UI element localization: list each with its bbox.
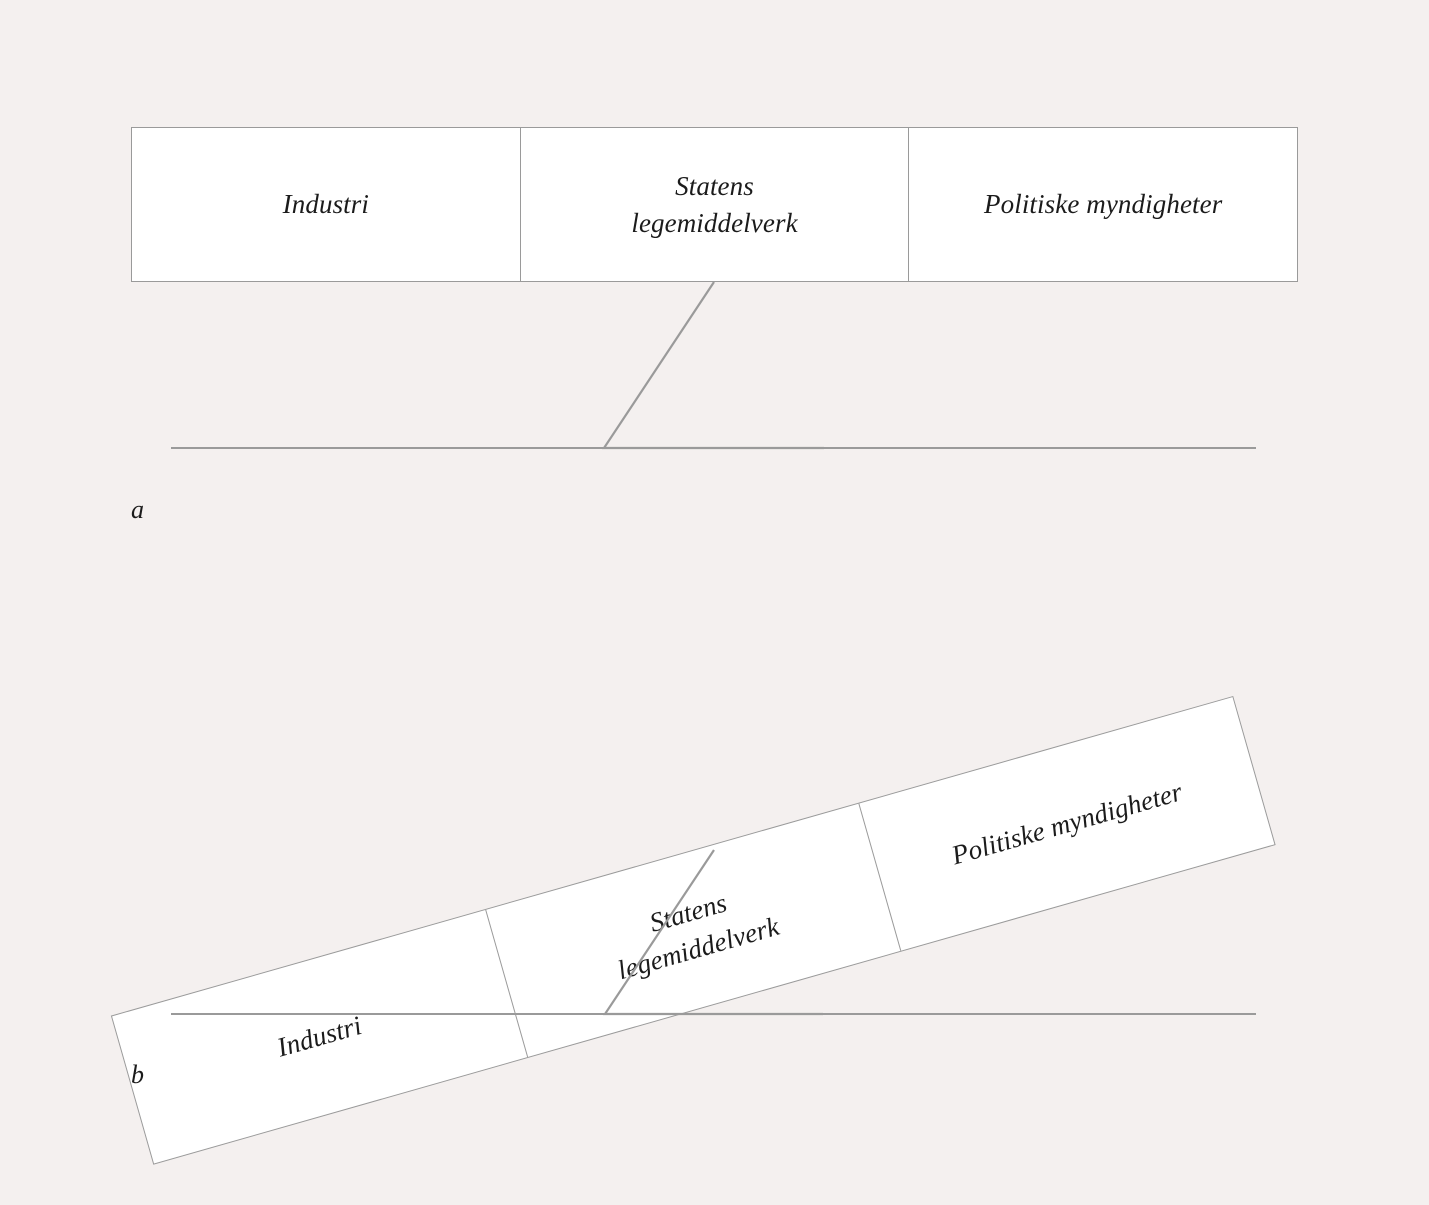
- beam-segment-statens-legemiddelverk: Statens legemiddelverk: [521, 128, 910, 281]
- panel-a: Industri Statens legemiddelverk Politisk…: [0, 0, 1429, 540]
- seesaw-beam-balanced: Industri Statens legemiddelverk Politisk…: [131, 127, 1298, 282]
- beam-segment-politiske-myndigheter: Politiske myndigheter: [909, 128, 1297, 281]
- panel-b: Industri Statens legemiddelverk Politisk…: [0, 520, 1429, 1205]
- beam-segment-label: Politiske myndigheter: [984, 189, 1223, 220]
- ground-line: [171, 447, 1256, 449]
- panel-caption-b: b: [131, 1060, 144, 1089]
- beam-segment-industri: Industri: [132, 128, 521, 281]
- beam-segment-label: Statens legemiddelverk: [631, 171, 798, 238]
- ground-line: [171, 1013, 1256, 1015]
- beam-segment-label: Industri: [282, 189, 369, 220]
- panel-caption-a: a: [131, 495, 144, 524]
- fulcrum-triangle: [601, 281, 824, 450]
- fulcrum-triangle: [602, 849, 823, 1016]
